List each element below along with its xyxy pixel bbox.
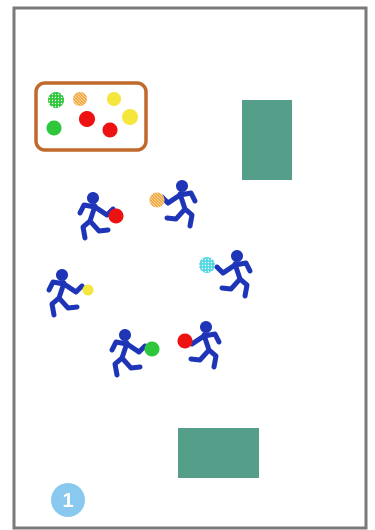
ball-red bbox=[178, 334, 193, 349]
ball-cyan-patterned bbox=[199, 257, 215, 273]
ball-green bbox=[145, 342, 160, 357]
ball-red bbox=[103, 123, 118, 138]
ball-orange-patterned bbox=[73, 92, 87, 106]
goal-zone-bottom bbox=[178, 428, 259, 478]
ball-red bbox=[79, 111, 95, 127]
ball-green bbox=[47, 121, 62, 136]
ball-box bbox=[36, 83, 146, 150]
ball-yellow bbox=[83, 285, 94, 296]
ball-green-patterned bbox=[48, 92, 64, 108]
step-badge: 1 bbox=[51, 483, 85, 517]
ball-red bbox=[109, 209, 124, 224]
ball-yellow bbox=[107, 92, 121, 106]
ball-orange-patterned bbox=[150, 193, 165, 208]
ball-yellow bbox=[122, 109, 138, 125]
step-number: 1 bbox=[62, 490, 73, 512]
goal-zone-top bbox=[242, 100, 292, 180]
